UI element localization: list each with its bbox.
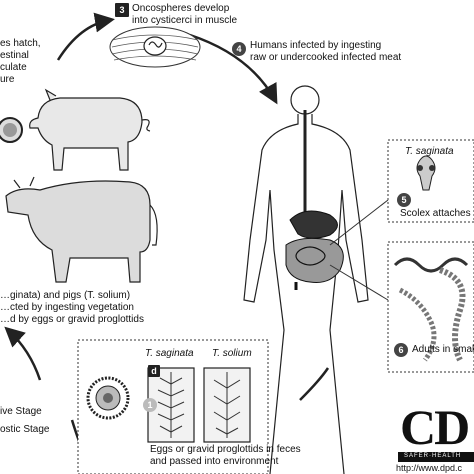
step-4-text: Humans infected by ingesting raw or unde… (250, 40, 402, 63)
egg-illustration-left (0, 117, 23, 143)
step-2-text: …ginata) and pigs (T. solium) …cted by i… (0, 290, 144, 325)
proglottid-box (77, 339, 269, 474)
step-4-badge: 4 (232, 42, 246, 56)
step-3-text: Oncospheres develop into cysticerci in m… (132, 3, 238, 26)
step-3-badge: 3 (115, 3, 129, 17)
step-1-badge: 1 (143, 398, 157, 412)
cdc-logo: CD (400, 399, 470, 455)
t-saginata-label: T. saginata (145, 348, 194, 359)
scolex-box (329, 139, 474, 246)
step-5-text: Scolex attaches (400, 208, 471, 219)
human-body-illustration (243, 85, 369, 474)
diagnostic-stage-label: ostic Stage (0, 424, 50, 435)
cycle-arrow-top (56, 12, 115, 61)
pig-illustration (29, 88, 151, 171)
step-2-left-text: es hatch, estinal culate ure (0, 38, 41, 85)
cycle-arrow-right (189, 33, 278, 105)
t-saginata-label-box5: T. saginata (405, 146, 454, 157)
cdc-tagline: SAFER·HEALTH (404, 453, 462, 459)
cycle-arrow-lower-right (299, 367, 330, 401)
cow-illustration (5, 176, 158, 283)
egg-illustration-bottom (86, 376, 130, 420)
step-6-badge: 6 (394, 343, 408, 357)
logo-bar (398, 452, 474, 462)
cycle-arrow-bottom (4, 326, 42, 381)
step-1-text: Eggs or gravid proglottids in feces and … (150, 444, 301, 467)
step-6-text: Adults in smal (412, 344, 474, 355)
infective-stage-label: ive Stage (0, 406, 42, 417)
step-5-badge: 5 (397, 193, 411, 207)
muscle-cyst-illustration (109, 26, 201, 68)
cdc-url[interactable]: http://www.dpd.c (396, 463, 463, 473)
t-solium-label: T. solium (212, 348, 252, 359)
diagnostic-d-badge: d (148, 365, 160, 377)
